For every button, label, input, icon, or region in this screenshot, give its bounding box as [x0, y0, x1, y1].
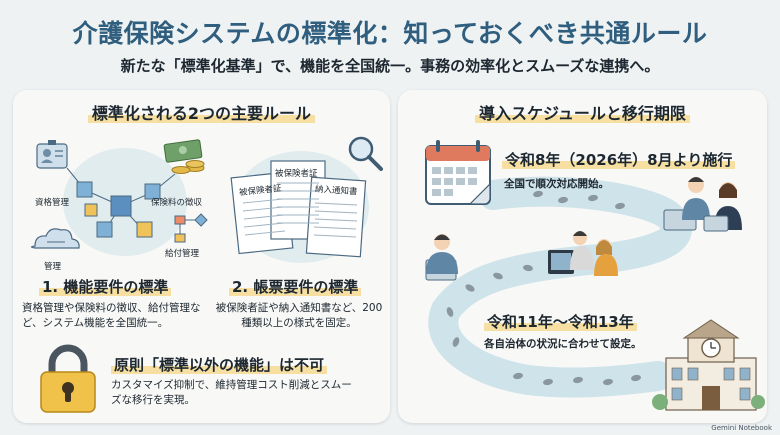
id-card-icon — [36, 140, 68, 169]
doc-label-2: 被保険者証 — [275, 169, 318, 179]
label-qualification: 資格管理 — [35, 198, 70, 208]
page-title: 介護保険システムの標準化：知っておくべき共通ルール — [72, 19, 708, 48]
milestone1-title: 令和8年（2026年）8月より施行 — [502, 149, 736, 170]
padlock-icon — [40, 344, 96, 413]
forms-illustration — [230, 136, 383, 263]
footprint-path-icon — [428, 176, 692, 398]
rule1-title: 1. 機能要件の標準 — [39, 276, 172, 297]
person-icon — [663, 177, 742, 232]
page-subtitle: 新たな「標準化基準」で、機能を全国統一。事務の効率化とスムーズな連携へ。 — [120, 57, 660, 75]
label-premium: 保険料の徴収 — [151, 198, 203, 208]
principle-title: 原則「標準以外の機能」は不可 — [111, 354, 328, 375]
milestone2-title: 令和11年〜令和13年 — [484, 311, 637, 332]
left-panel: 標準化される2つの主要ルール — [13, 90, 390, 423]
watermark: Gemini Notebook — [711, 424, 772, 432]
document-icon — [230, 160, 367, 258]
principle-description: カスタマイズ抑制で、維持管理コスト削減とスムーズな移行を実現。 — [111, 379, 352, 406]
functional-requirements-illustration — [30, 139, 208, 256]
rule2-description: 被保険者証や納入通知書など、200種類以上の様式を固定。 — [215, 302, 383, 329]
label-management: 管理 — [44, 262, 62, 272]
flowchart-icon — [174, 213, 208, 243]
milestone2-description: 各自治体の状況に合わせて設定。 — [484, 338, 642, 350]
government-building-icon — [652, 319, 765, 411]
left-panel-heading: 標準化される2つの主要ルール — [13, 100, 390, 124]
rule2-title: 2. 帳票要件の標準 — [229, 276, 362, 297]
label-benefit: 給付管理 — [165, 249, 200, 259]
milestone1-description: 全国で順次対応開始。 — [504, 178, 609, 190]
money-icon — [163, 139, 205, 174]
calendar-icon — [425, 140, 491, 205]
person-icon — [425, 231, 618, 281]
cube-network-icon — [66, 167, 176, 238]
cloud-icon — [30, 228, 80, 249]
right-panel-heading: 導入スケジュールと移行期限 — [398, 100, 767, 124]
right-panel: 導入スケジュールと移行期限 — [398, 90, 767, 423]
rule1-description: 資格管理や保険料の徴収、給付管理など、システム機能を全国統一。 — [22, 302, 201, 329]
schedule-illustration — [425, 140, 765, 411]
magnifier-icon — [348, 136, 383, 171]
